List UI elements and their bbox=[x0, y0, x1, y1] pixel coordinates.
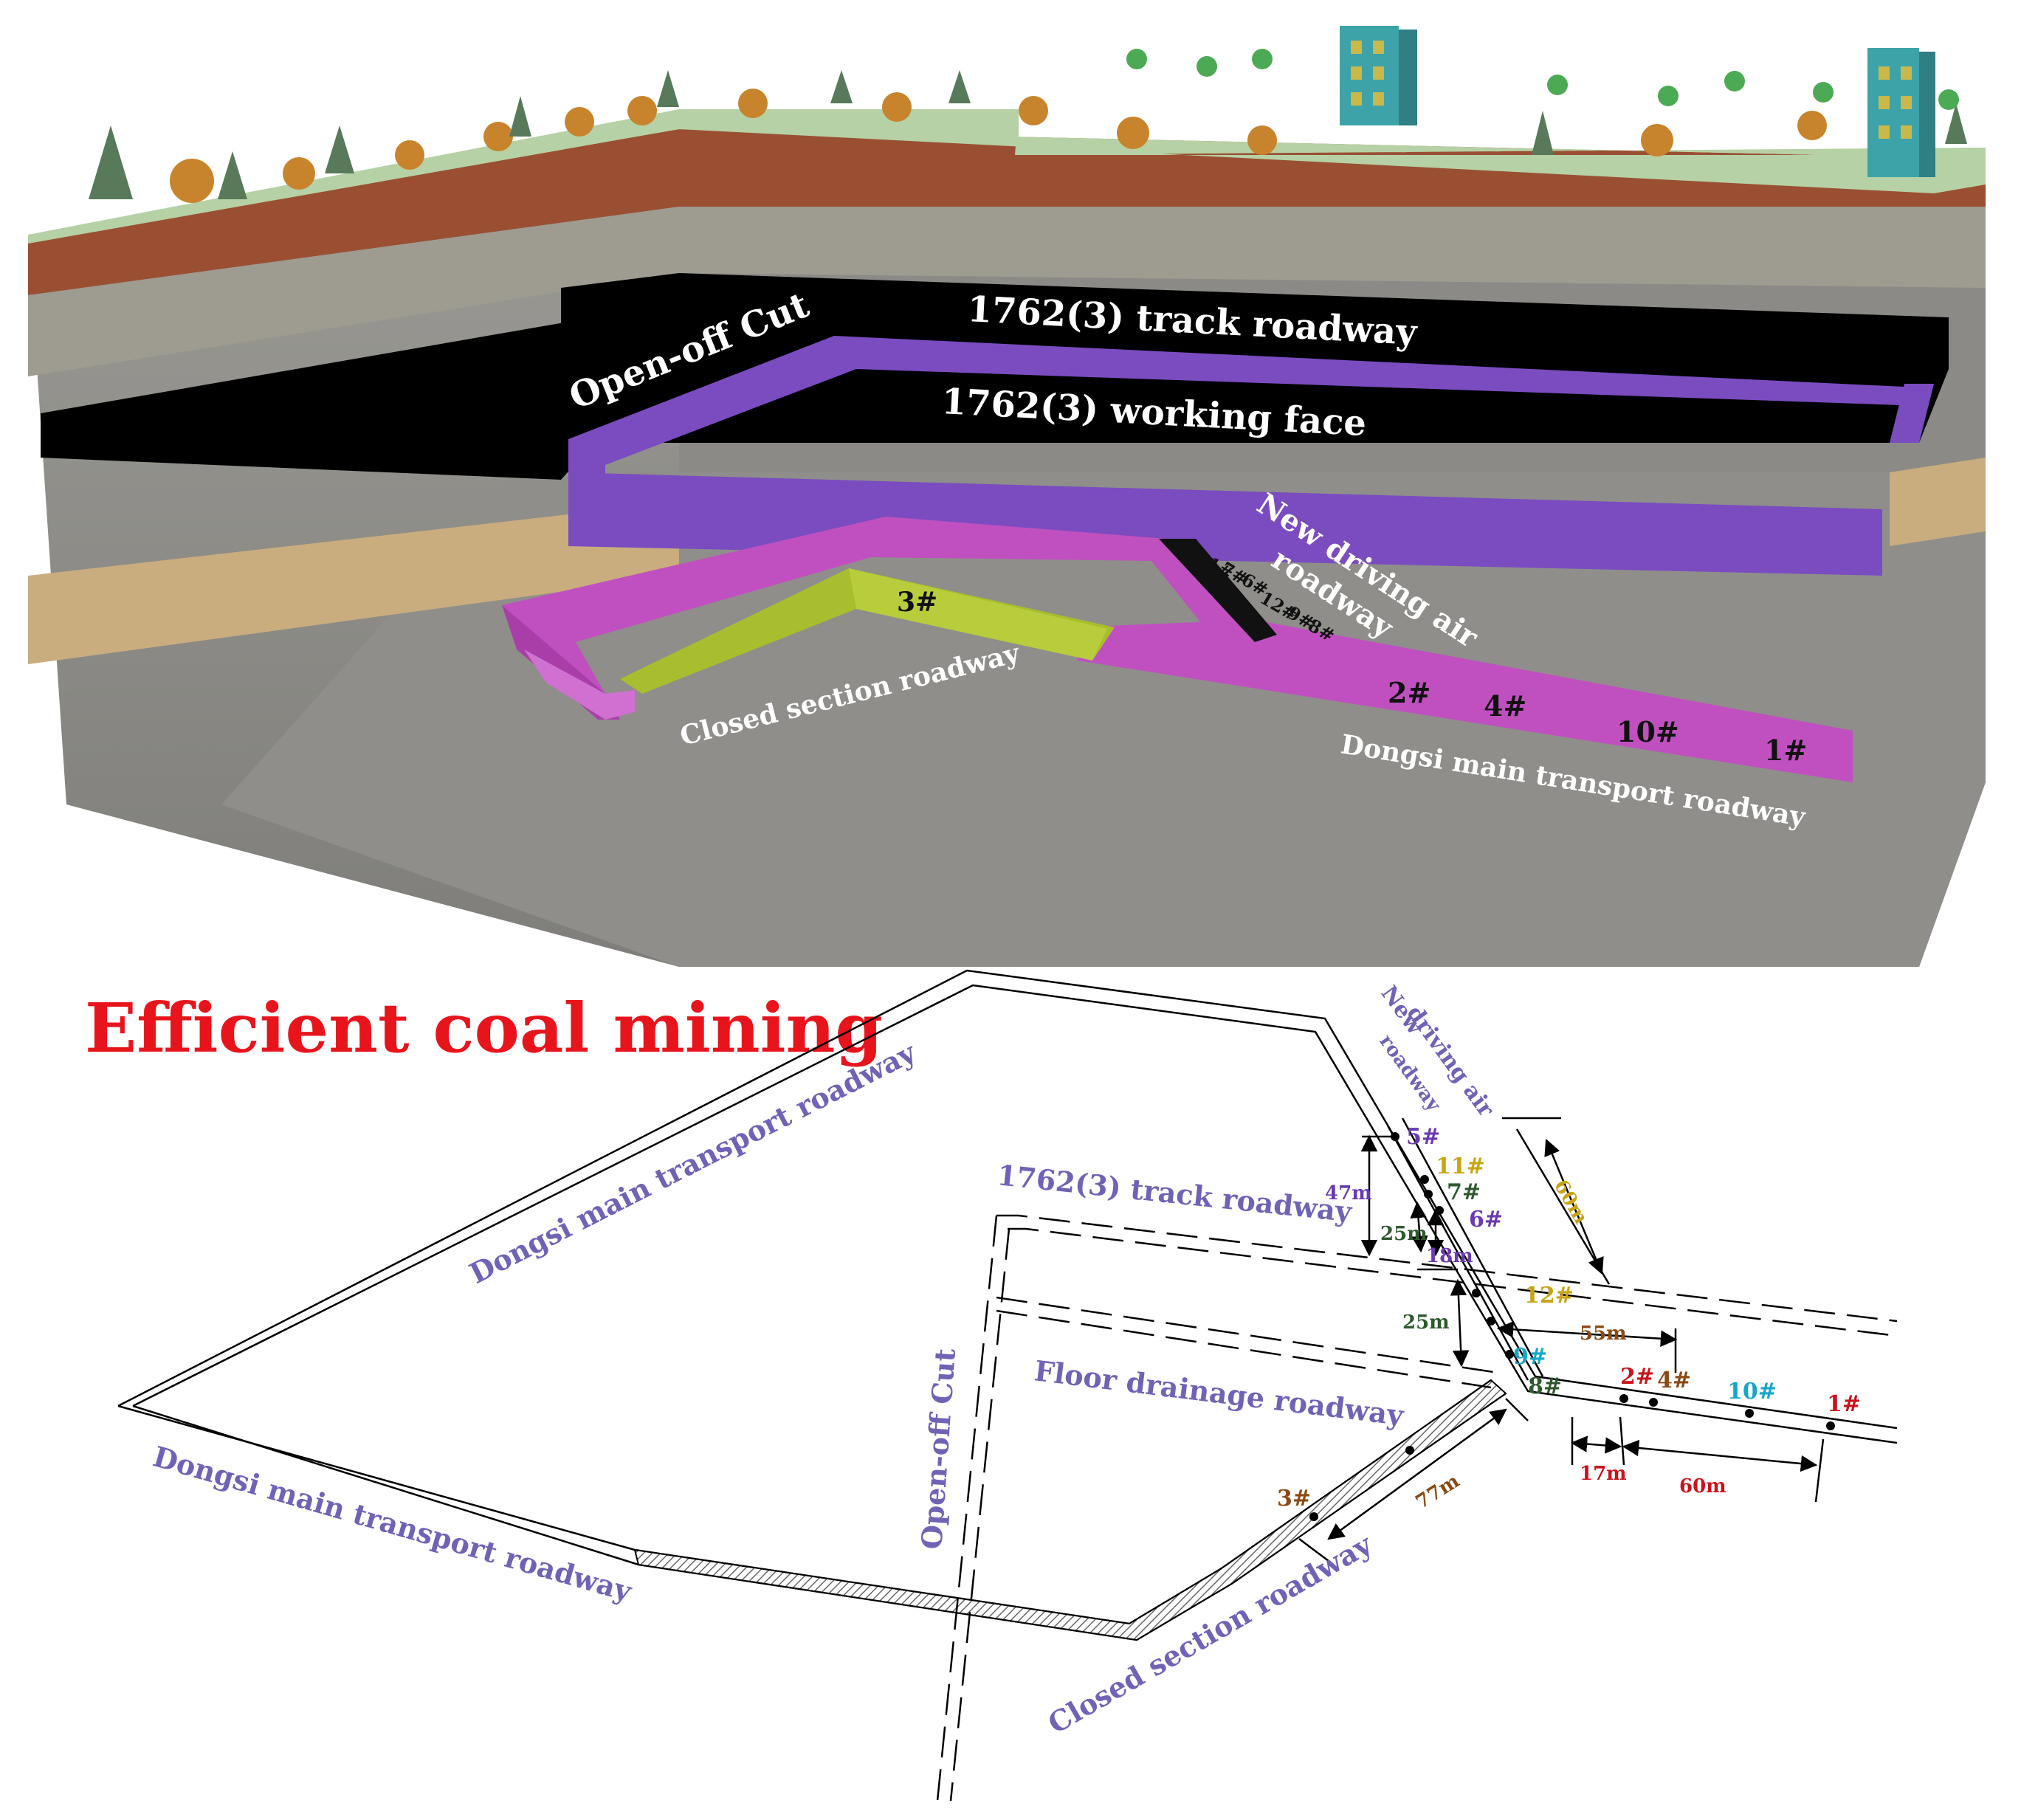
pt-10: 10# bbox=[1727, 1379, 1777, 1404]
open-off-cut-line1 bbox=[936, 1215, 998, 1802]
new-driving-black-face bbox=[1159, 539, 1277, 642]
dongsi-roadway-outline-inner bbox=[132, 984, 1898, 1444]
pt-11: 11# bbox=[1436, 1154, 1485, 1179]
label-pt3-3d: 3# bbox=[897, 587, 937, 618]
closed-section-top bbox=[849, 568, 1107, 661]
new-driving-air-roadway bbox=[502, 517, 1255, 709]
dim-60m-a: 60m bbox=[1549, 1176, 1592, 1228]
dot-6 bbox=[1435, 1206, 1444, 1215]
label-dongsi-upper: Dongsi main transport roadway bbox=[464, 1035, 922, 1290]
sand-layer bbox=[28, 502, 679, 664]
dot-12 bbox=[1472, 1289, 1481, 1297]
track-roadway-line2 bbox=[1008, 1227, 1898, 1337]
open-off-cut-roadway bbox=[568, 336, 1923, 509]
dim-25m-b: 25m bbox=[1402, 1311, 1450, 1334]
pt-9: 9# bbox=[1513, 1344, 1547, 1370]
dot-10 bbox=[1745, 1409, 1754, 1418]
dot-1 bbox=[1826, 1421, 1835, 1430]
pt-3: 3# bbox=[1277, 1486, 1311, 1512]
dongsi-main-transport-roadway bbox=[1070, 620, 1853, 782]
pt-4-3d: 4# bbox=[1484, 689, 1526, 723]
pt-4: 4# bbox=[1657, 1368, 1691, 1393]
pt-12: 12# bbox=[1524, 1283, 1574, 1309]
dot-4 bbox=[1649, 1398, 1658, 1407]
pt-2: 2# bbox=[1620, 1364, 1654, 1390]
pt-10-3d: 10# bbox=[1617, 715, 1679, 748]
dim-17m: 17m bbox=[1580, 1463, 1627, 1485]
sand-layer-right bbox=[1890, 458, 1986, 546]
dim-47m: 47m bbox=[1325, 1182, 1372, 1204]
dot-5 bbox=[1391, 1132, 1399, 1141]
dot-9 bbox=[1487, 1317, 1495, 1326]
open-off-cut-line2 bbox=[949, 1228, 1010, 1802]
pt-6: 6# bbox=[1469, 1207, 1503, 1233]
ground-top bbox=[28, 109, 1986, 236]
surface-objects bbox=[89, 26, 1967, 203]
pt-7: 7# bbox=[1447, 1179, 1481, 1205]
dot-11 bbox=[1420, 1175, 1429, 1184]
pt-1-3d: 1# bbox=[1764, 734, 1807, 767]
dim-25m-a: 25m bbox=[1380, 1223, 1428, 1245]
track-roadway-right bbox=[1890, 384, 1934, 443]
coal-seam-left bbox=[41, 303, 679, 480]
sediment-layer bbox=[28, 207, 1986, 376]
dongsi-roadway-outline-outer bbox=[117, 969, 1898, 1430]
dot-8 bbox=[1505, 1350, 1514, 1359]
dim-60m-b: 60m bbox=[1679, 1475, 1726, 1497]
title: Efficient coal mining bbox=[85, 988, 883, 1068]
pt-2-3d: 2# bbox=[1388, 676, 1430, 709]
geological-model bbox=[28, 26, 1986, 967]
dim-18m: 18m bbox=[1426, 1245, 1473, 1267]
dot-3 bbox=[1309, 1512, 1318, 1521]
pt-1: 1# bbox=[1827, 1391, 1861, 1417]
pt-8: 8# bbox=[1528, 1373, 1562, 1399]
pt-5: 5# bbox=[1406, 1124, 1440, 1150]
label-open-off-cut: Open-off Cut bbox=[915, 1347, 962, 1550]
plan-view bbox=[117, 969, 1898, 1802]
dot-3b bbox=[1405, 1446, 1414, 1455]
dimension-lines bbox=[1298, 1117, 1825, 1562]
dongsi-roadway-left-end bbox=[524, 649, 635, 720]
label-new-driving-2: driving air bbox=[1402, 1001, 1500, 1123]
dot-7 bbox=[1424, 1190, 1433, 1199]
dim-77m: 77m bbox=[1412, 1470, 1464, 1514]
dim-55m: 55m bbox=[1580, 1323, 1627, 1345]
track-roadway-line1 bbox=[996, 1214, 1898, 1323]
label-track-roadway: 1762(3) track roadway bbox=[996, 1158, 1354, 1228]
label-dongsi-lower: Dongsi main transport roadway bbox=[150, 1439, 636, 1608]
dot-2 bbox=[1619, 1394, 1628, 1403]
measuring-points bbox=[1309, 1132, 1835, 1521]
